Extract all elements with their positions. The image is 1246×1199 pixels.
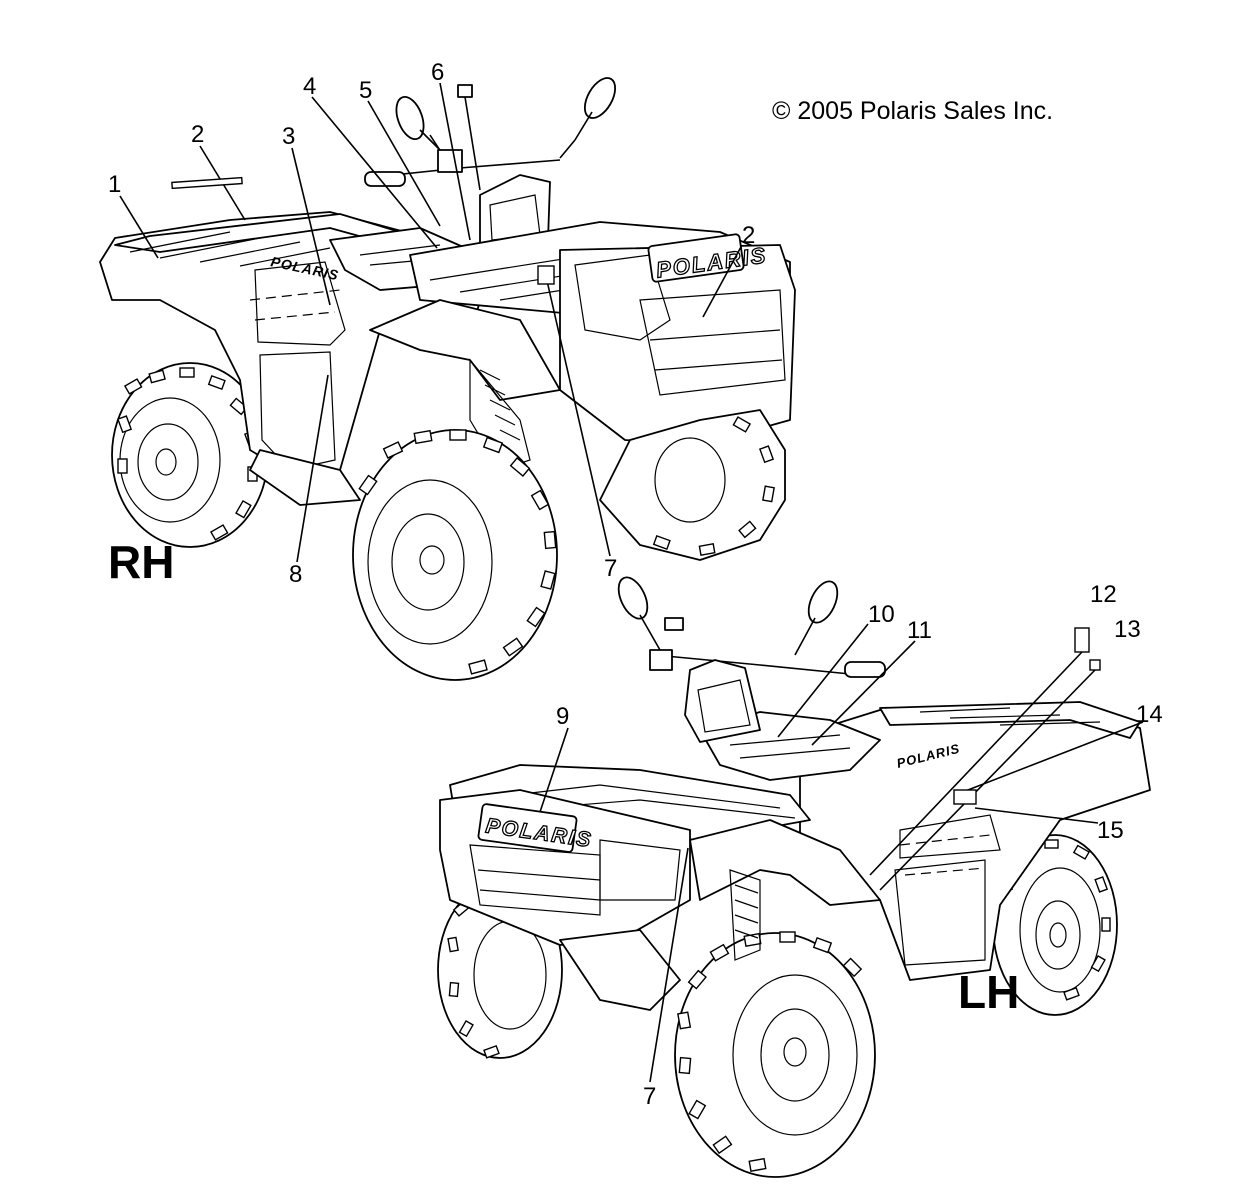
lh-callout-15: 15 — [1097, 817, 1124, 844]
atv-left-hand-view: POLARIS POLARIS — [437, 576, 1163, 1178]
rh-callout-7: 7 — [604, 555, 617, 582]
lh-callout-14: 14 — [1136, 701, 1163, 728]
copyright-text: © 2005 Polaris Sales Inc. — [772, 97, 1053, 125]
lh-callout-10: 10 — [868, 601, 895, 628]
rh-leader-lines — [119, 82, 743, 563]
rh-view-label: RH — [108, 536, 174, 588]
rh-callout-2-front: 2 — [742, 222, 755, 249]
lh-callout-13: 13 — [1114, 616, 1141, 643]
lh-leader-lines — [539, 623, 1144, 1083]
lh-callout-12: 12 — [1090, 581, 1117, 608]
lh-front-left-wheel — [674, 931, 876, 1178]
rh-callout-5: 5 — [359, 77, 372, 104]
rh-front-brand-decal: POLARIS — [647, 233, 769, 283]
rh-callout-8: 8 — [289, 561, 302, 588]
rh-callout-3: 3 — [282, 123, 295, 150]
rh-callout-4: 4 — [303, 73, 316, 100]
rh-callout-6: 6 — [431, 59, 444, 86]
rh-callout-2-rear: 2 — [191, 121, 204, 148]
rh-front-left-wheel — [352, 429, 558, 681]
rh-front-right-wheel — [599, 409, 786, 561]
lh-body: POLARIS POLARIS — [439, 576, 1151, 1011]
lh-callout-7: 7 — [643, 1083, 656, 1110]
lh-view-label: LH — [958, 966, 1019, 1018]
rh-callout-1: 1 — [108, 171, 121, 198]
atv-right-hand-view: POLARIS — [99, 59, 796, 681]
rh-body: POLARIS — [99, 77, 796, 506]
lh-callout-9: 9 — [556, 703, 569, 730]
lh-callout-11: 11 — [907, 617, 932, 644]
